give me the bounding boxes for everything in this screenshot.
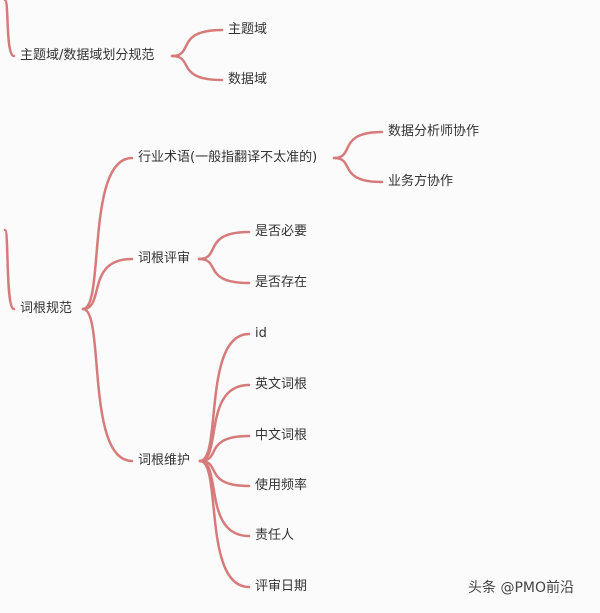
watermark: 头条 @PMO前沿 [468, 580, 574, 596]
link-curve [170, 28, 224, 58]
node-business-collab[interactable]: 业务方协作 [388, 174, 454, 189]
link-curve [197, 230, 251, 261]
link-curve [332, 130, 384, 160]
node-domain-spec[interactable]: 主题域/数据域划分规范 [20, 48, 155, 63]
node-root-review[interactable]: 词根评审 [138, 251, 191, 266]
link-curve [3, 228, 16, 311]
link-curve [197, 257, 251, 285]
link-curve [3, 0, 16, 58]
link-curve [81, 156, 134, 311]
node-field-id[interactable]: id [255, 326, 267, 341]
node-industry-terms[interactable]: 行业术语(一般指翻译不太准的) [138, 150, 318, 165]
link-curve [81, 307, 134, 463]
link-curve [332, 156, 384, 184]
link-curve [170, 54, 224, 82]
node-field-en-root[interactable]: 英文词根 [255, 377, 308, 392]
node-root-spec[interactable]: 词根规范 [20, 301, 73, 316]
node-field-review-date[interactable]: 评审日期 [255, 579, 308, 594]
link-curve [198, 332, 251, 463]
node-analyst-collab[interactable]: 数据分析师协作 [388, 124, 480, 139]
link-curve [198, 434, 251, 463]
node-field-frequency[interactable]: 使用频率 [255, 478, 308, 493]
node-root-maintain[interactable]: 词根维护 [138, 453, 191, 468]
node-field-cn-root[interactable]: 中文词根 [255, 428, 308, 443]
node-subject-domain[interactable]: 主题域 [228, 22, 268, 37]
node-field-owner[interactable]: 责任人 [255, 528, 295, 543]
node-is-necessary[interactable]: 是否必要 [255, 224, 308, 239]
link-curve [198, 383, 251, 463]
node-data-domain[interactable]: 数据域 [228, 72, 268, 87]
node-is-existing[interactable]: 是否存在 [255, 275, 308, 290]
link-curve [81, 257, 134, 311]
link-curve [198, 459, 251, 589]
